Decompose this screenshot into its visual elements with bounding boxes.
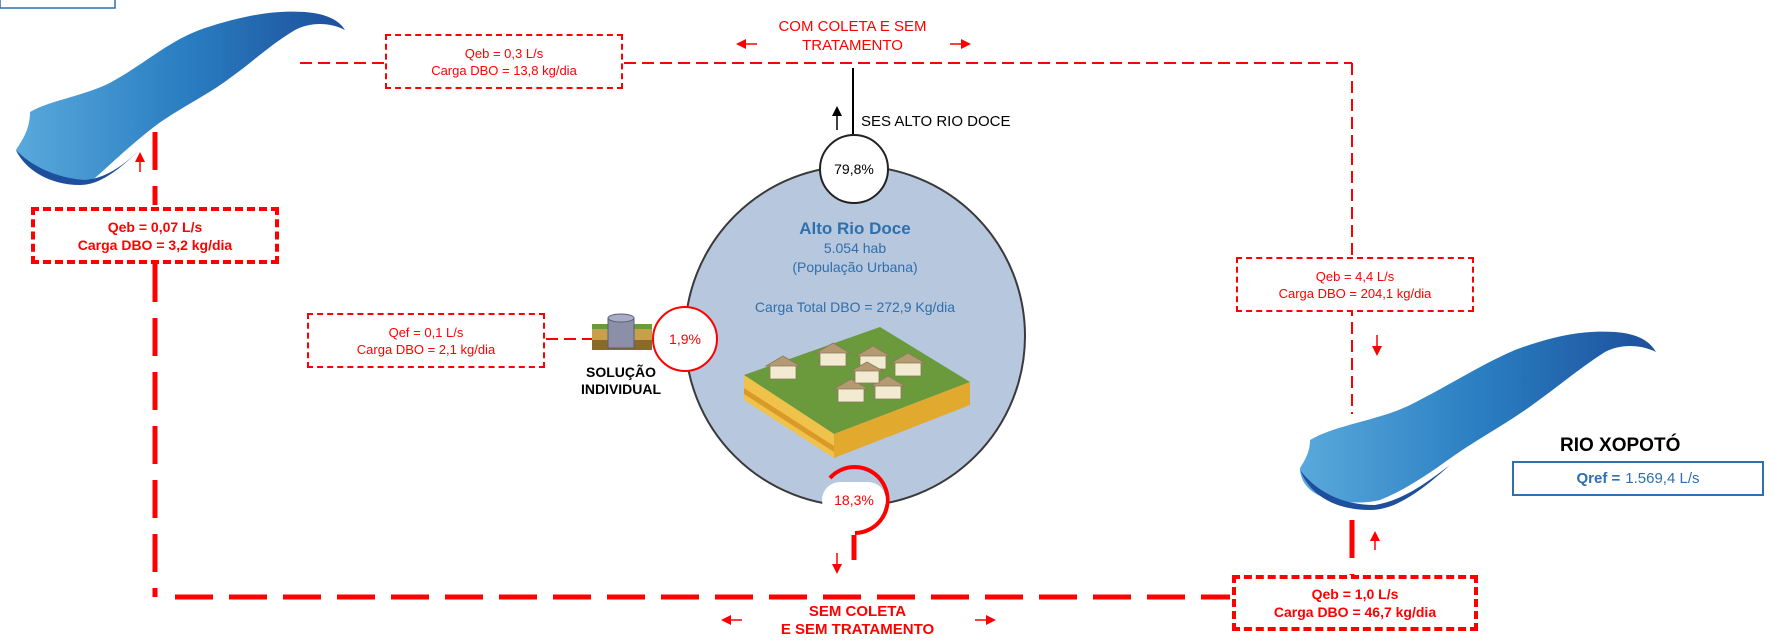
qref-label: Qref = — [1576, 470, 1621, 487]
bottom-right-load-box: Qeb = 1,0 L/s Carga DBO = 46,7 kg/dia — [1232, 575, 1478, 631]
individual-load-box: Qef = 0,1 L/s Carga DBO = 2,1 kg/dia — [307, 313, 545, 368]
left-load: Carga DBO = 3,2 kg/dia — [77, 236, 233, 253]
top-flow-label-line1: COM COLETA E SEM — [778, 18, 927, 35]
left-load-box: Qeb = 0,07 L/s Carga DBO = 3,2 kg/dia — [31, 207, 279, 264]
no-collection-flow-lines — [152, 132, 1355, 600]
individual-solution-label: SOLUÇÃO INDIVIDUAL — [566, 364, 676, 398]
individual-solution-line1: SOLUÇÃO — [586, 364, 656, 380]
top-flow-label: COM COLETA E SEM TRATAMENTO — [760, 17, 945, 55]
individual-solution-line2: INDIVIDUAL — [580, 381, 662, 397]
ses-up-arrow-icon — [832, 106, 842, 130]
bottom-right-flow: Qeb = 1,0 L/s — [1311, 586, 1399, 602]
city-total-load: Carga Total DBO = 272,9 Kg/dia — [754, 299, 956, 315]
river-left-icon — [16, 11, 345, 185]
no-collection-percent: 18,3% — [834, 492, 874, 508]
individual-flow: Qef = 0,1 L/s — [388, 324, 464, 340]
top-flow-label-line2: TRATAMENTO — [802, 37, 903, 54]
septic-tank-icon — [592, 313, 652, 350]
ses-label: SES ALTO RIO DOCE — [861, 113, 1011, 130]
left-flow: Qeb = 0,07 L/s — [107, 218, 203, 235]
city-population: 5.054 hab — [823, 240, 887, 256]
collected-percent: 79,8% — [834, 161, 874, 177]
city-name: Alto Rio Doce — [799, 219, 911, 238]
qref-value: 1.569,4 L/s — [1625, 470, 1700, 487]
river-name: RIO XOPOTÓ — [1560, 435, 1681, 456]
river-right-icon — [1300, 331, 1656, 510]
qref-box: Qref = 1.569,4 L/s — [1512, 461, 1764, 496]
bottom-right-load: Carga DBO = 46,7 kg/dia — [1273, 604, 1437, 620]
bottom-flow-label: SEM COLETA E SEM TRATAMENTO — [760, 603, 955, 639]
top-left-load: Carga DBO = 13,8 kg/dia — [431, 62, 577, 78]
top-left-flow: Qeb = 0,3 L/s — [464, 45, 544, 61]
bottom-flow-label-line2: E SEM TRATAMENTO — [780, 621, 935, 638]
town-illustration-icon — [744, 327, 970, 458]
individual-load: Carga DBO = 2,1 kg/dia — [356, 341, 496, 357]
no-collection-percent-circle: 18,3% — [822, 482, 886, 518]
city-info: Alto Rio Doce 5.054 hab (População Urban… — [730, 218, 980, 277]
frame-corner — [0, 0, 116, 9]
no-collection-ring — [828, 465, 890, 535]
right-load-box: Qeb = 4,4 L/s Carga DBO = 204,1 kg/dia — [1236, 257, 1474, 312]
collection-flow-lines — [300, 62, 1353, 414]
right-flow: Qeb = 4,4 L/s — [1315, 268, 1395, 284]
individual-percent-circle: 1,9% — [652, 306, 718, 372]
collected-percent-circle: 79,8% — [819, 134, 889, 204]
right-load: Carga DBO = 204,1 kg/dia — [1278, 285, 1432, 301]
red-arrows — [135, 39, 1382, 625]
top-left-load-box: Qeb = 0,3 L/s Carga DBO = 13,8 kg/dia — [385, 34, 623, 89]
bottom-flow-label-line1: SEM COLETA — [808, 603, 907, 620]
individual-percent: 1,9% — [669, 331, 701, 347]
city-population-note: (População Urbana) — [792, 259, 918, 275]
